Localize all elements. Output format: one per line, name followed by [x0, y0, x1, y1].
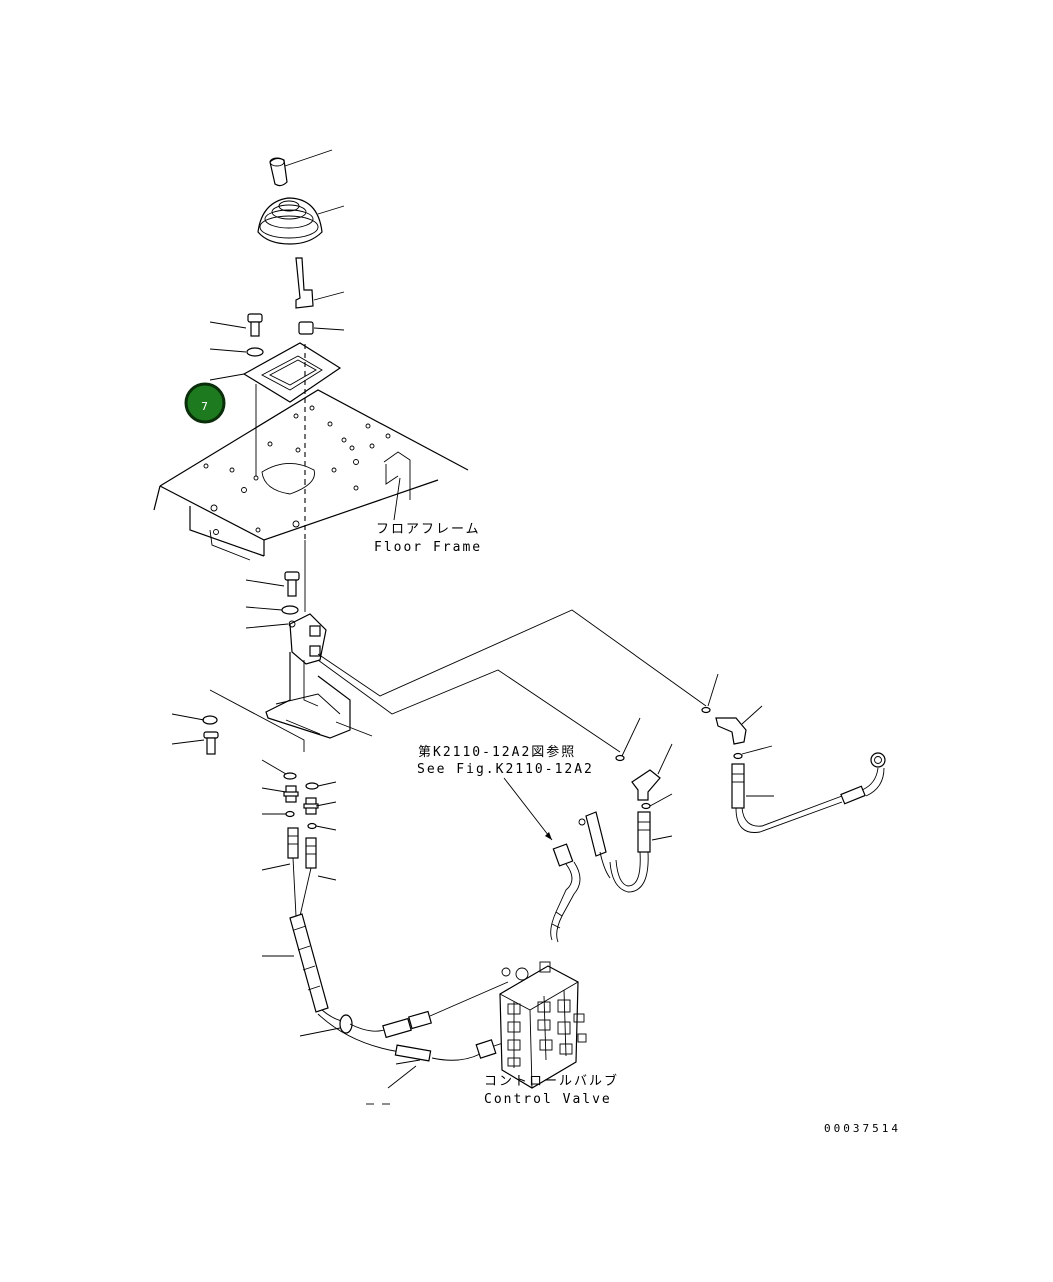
bolt-mid — [245, 571, 300, 597]
lever-arm — [295, 257, 345, 309]
floor-frame-label-jp: フロアフレーム — [376, 522, 481, 537]
nut — [298, 321, 345, 335]
swivel-fitting — [550, 811, 611, 943]
hose-end-1 — [349, 981, 509, 1039]
fitting-ring-2 — [305, 781, 337, 790]
lever-knob — [269, 149, 333, 187]
hose-right-1 — [609, 811, 673, 893]
floor-frame-label-en: Floor Frame — [374, 540, 482, 555]
elbow-1 — [261, 785, 299, 803]
lever-boot — [257, 197, 345, 245]
hose-clamp — [299, 1014, 353, 1037]
control-valve — [499, 961, 587, 1089]
elbow-2 — [303, 797, 337, 815]
oring-1 — [262, 810, 295, 818]
fitting-ring-1 — [261, 759, 297, 780]
washer-mid — [245, 605, 299, 615]
callout-badge: 7 — [184, 382, 226, 424]
bracket — [265, 652, 373, 739]
hose-end-2 — [387, 1039, 513, 1089]
see-fig-label-en: See Fig.K2110-12A2 — [417, 762, 594, 777]
washer-left — [171, 713, 218, 725]
elbow-right-2 — [715, 705, 763, 745]
control-valve-label-jp: コントロールバルブ — [484, 1073, 619, 1089]
control-valve-label-en: Control Valve — [484, 1092, 612, 1107]
see-fig-label-jp: 第K2110-12A2図参照 — [418, 744, 576, 760]
washer-top — [209, 347, 264, 357]
bolt-top — [209, 313, 263, 337]
hose-sleeve — [262, 913, 329, 1013]
oring-2 — [307, 822, 337, 831]
floor-frame — [153, 389, 469, 561]
oring-right-2 — [641, 793, 673, 810]
pilot-valve — [245, 613, 327, 665]
oring-right-3 — [701, 673, 719, 714]
hose-pair — [261, 827, 337, 917]
callout-number: 7 — [201, 400, 208, 413]
oring-right-1 — [615, 717, 641, 762]
plate — [209, 342, 342, 403]
oring-right-4 — [733, 745, 773, 760]
drawing-number: 00037514 — [824, 1122, 901, 1135]
bolt-left — [171, 731, 219, 755]
elbow-right-1 — [631, 743, 673, 801]
hose-right-2 — [731, 752, 886, 833]
